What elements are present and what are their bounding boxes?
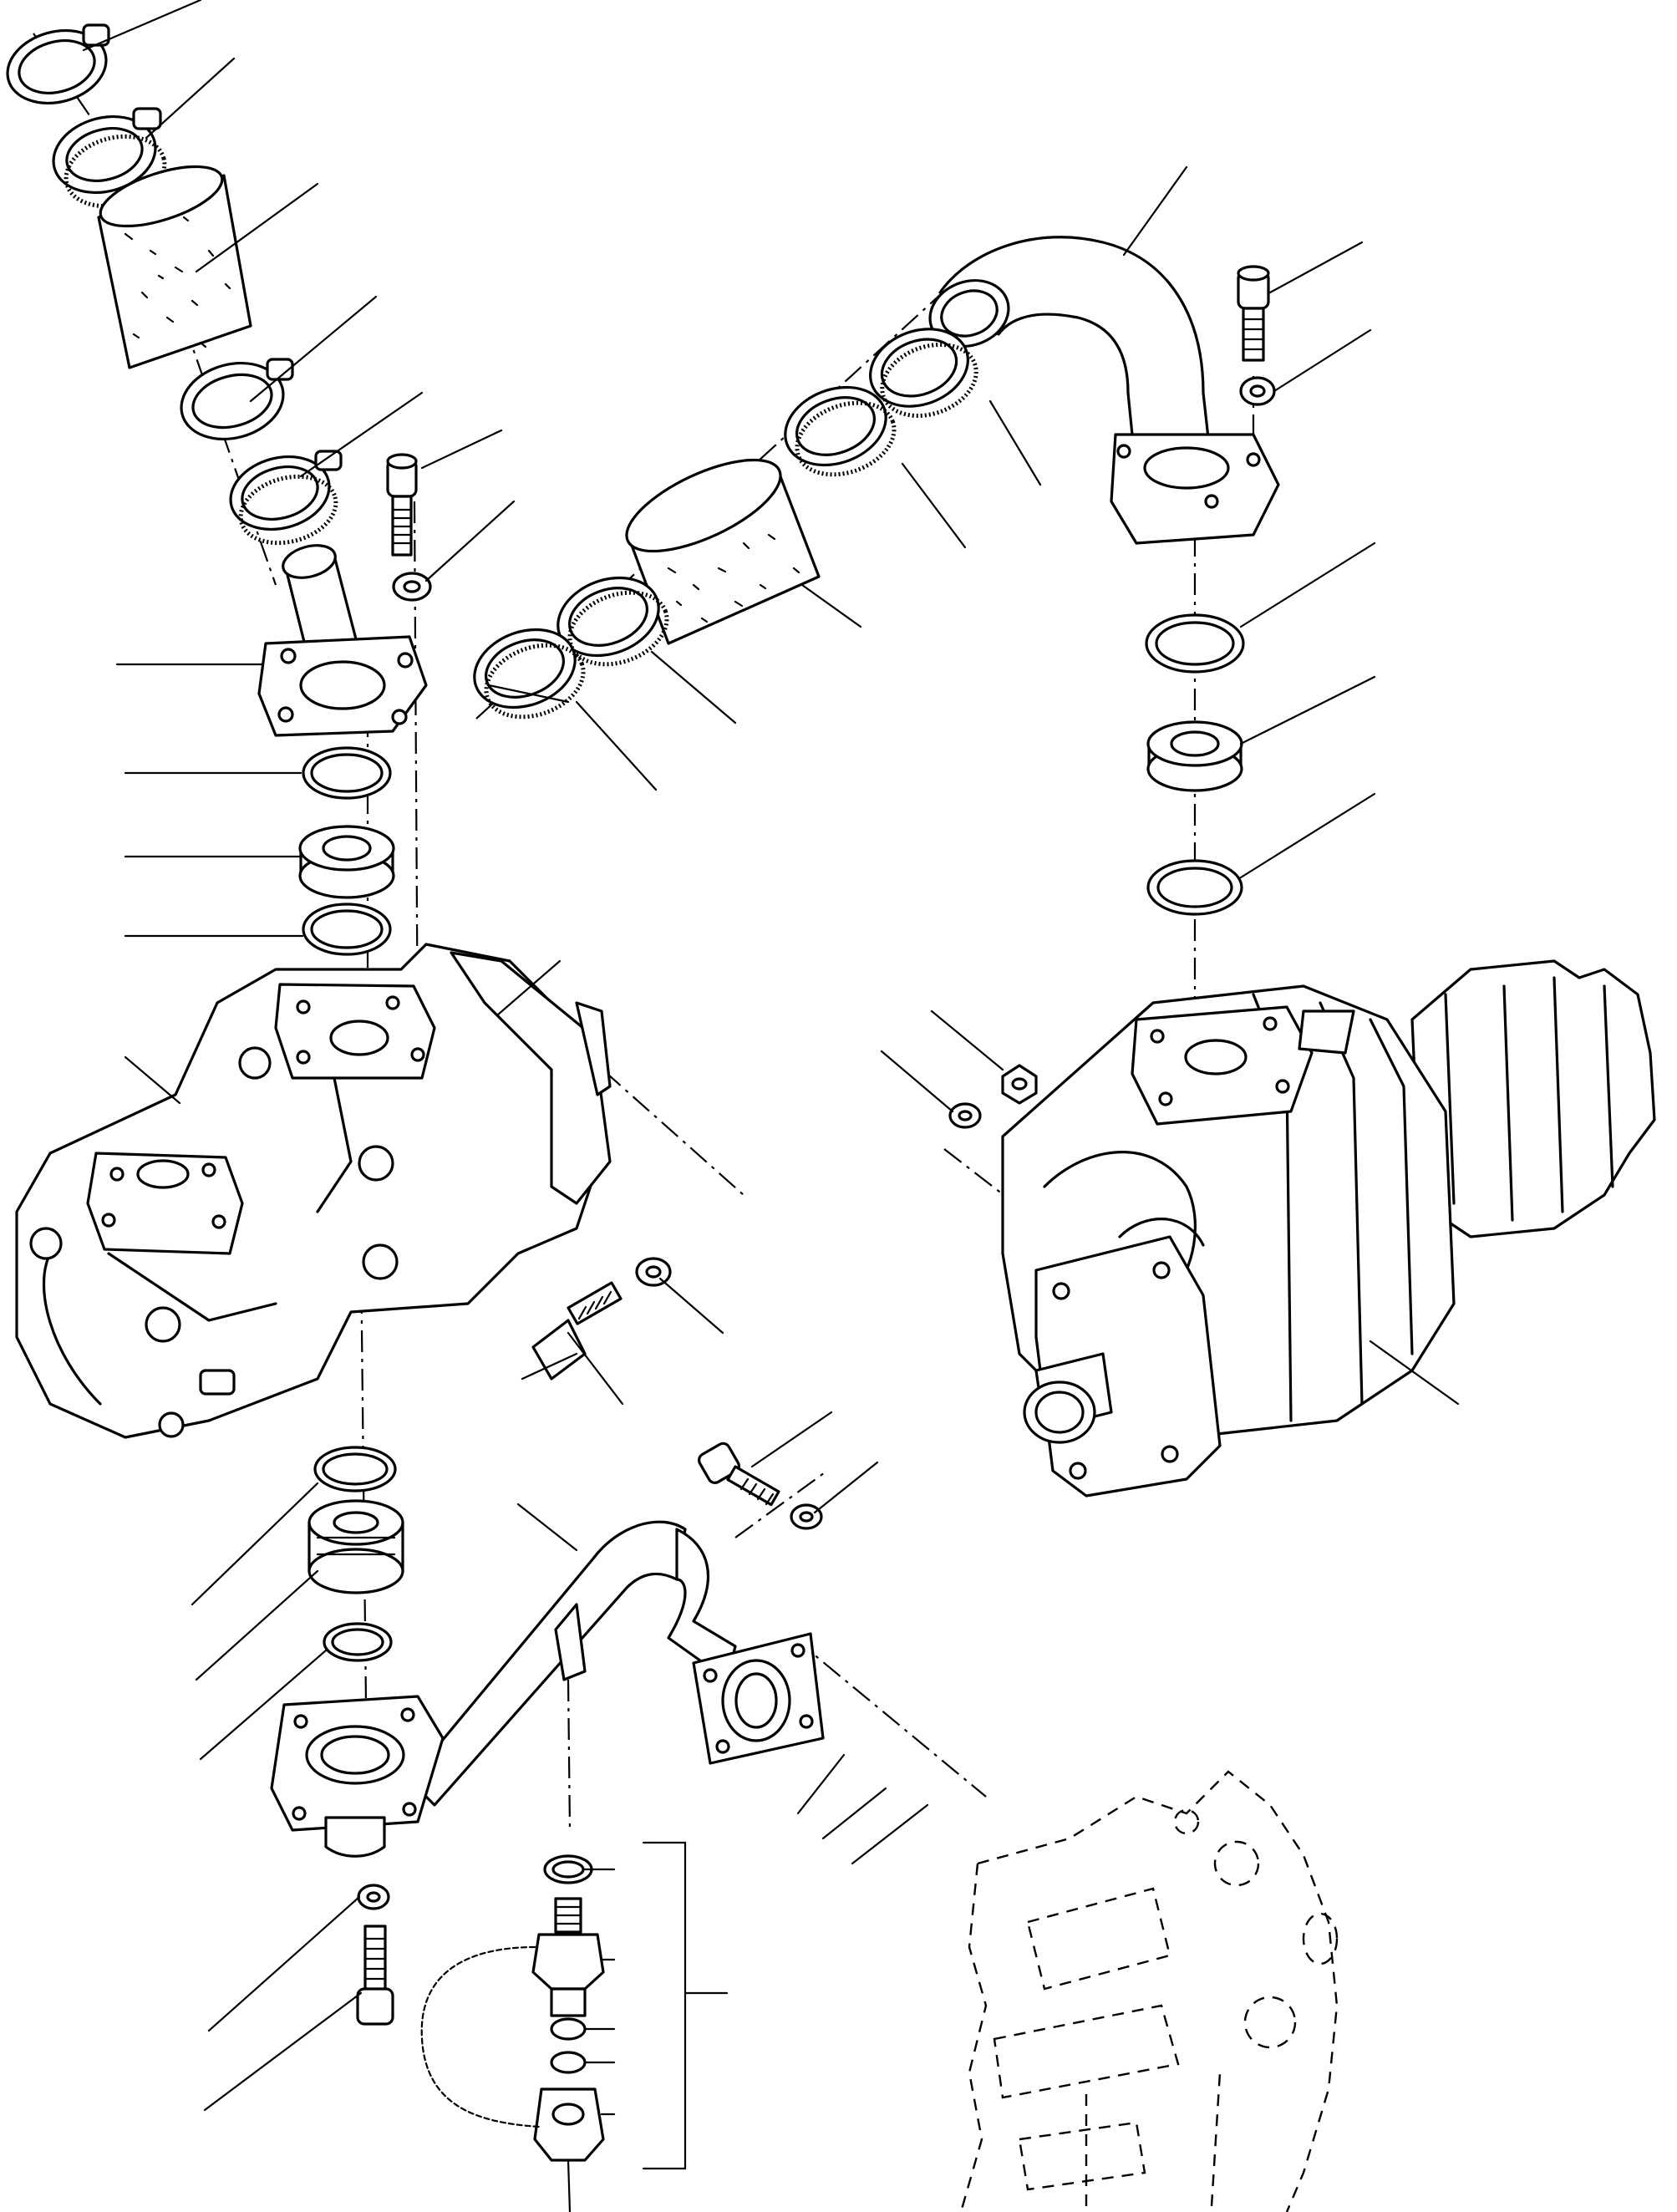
hex-nut-icon xyxy=(1001,1064,1038,1105)
lock-washer-icon xyxy=(790,1503,823,1530)
hose-clamp-icon xyxy=(6,23,110,105)
cap-screw-icon xyxy=(531,1281,623,1381)
o-ring-icon xyxy=(1146,859,1243,916)
flange-elbow-icon xyxy=(928,236,1280,545)
cap-screw-icon xyxy=(698,1442,780,1507)
o-ring-icon xyxy=(323,1622,393,1662)
spacer-ring-icon xyxy=(1146,720,1243,792)
leader-lines xyxy=(82,0,1460,2212)
lock-washer-icon xyxy=(635,1257,672,1287)
o-ring-icon xyxy=(543,1854,593,1884)
lock-washer-icon xyxy=(948,1102,982,1129)
hose-icon xyxy=(97,165,252,369)
control-valve-block xyxy=(959,1770,1339,2212)
hose-clamp-icon xyxy=(229,450,343,546)
drawing-type: exploded parts diagram xyxy=(0,0,9,2)
hose-clamp-icon xyxy=(52,107,167,209)
cap-screw-icon xyxy=(386,453,418,557)
o-ring-icon xyxy=(1145,613,1245,674)
hose-clamp-icon xyxy=(784,385,897,477)
hose-clamp-icon xyxy=(869,328,978,419)
left-hydraulic-pump xyxy=(15,943,612,1439)
check-coupler-icon xyxy=(531,1897,605,2017)
o-ring-icon xyxy=(302,903,392,956)
cap-screw-icon xyxy=(1237,265,1270,362)
check-coupler-assembly xyxy=(420,1854,605,2162)
pressure-tube-icon xyxy=(270,1520,825,1858)
o-ring-icon xyxy=(302,746,392,800)
left-mount-hardware xyxy=(531,1257,672,1381)
right-hydraulic-pump xyxy=(948,959,1656,1498)
cap-screw-icon xyxy=(356,1925,394,2026)
flange-elbow-icon xyxy=(257,544,428,737)
o-ring-icon xyxy=(550,2017,587,2041)
lock-washer-icon xyxy=(357,1884,390,1910)
o-ring-icon xyxy=(313,1446,397,1492)
spacer-ring-icon xyxy=(298,825,395,899)
lock-washer-icon xyxy=(392,572,432,602)
dust-cap-chain-icon xyxy=(420,1945,605,2162)
hose-clamp-icon xyxy=(180,358,294,441)
o-ring-icon xyxy=(550,2051,587,2074)
spacer-ring-icon xyxy=(307,1499,404,1594)
suction-hose-left xyxy=(6,23,432,956)
pressure-line-assembly xyxy=(270,1442,825,2026)
hose-clamp-icon xyxy=(556,576,669,667)
lock-washer-icon xyxy=(1239,376,1276,406)
suction-hose-right xyxy=(473,236,1280,916)
